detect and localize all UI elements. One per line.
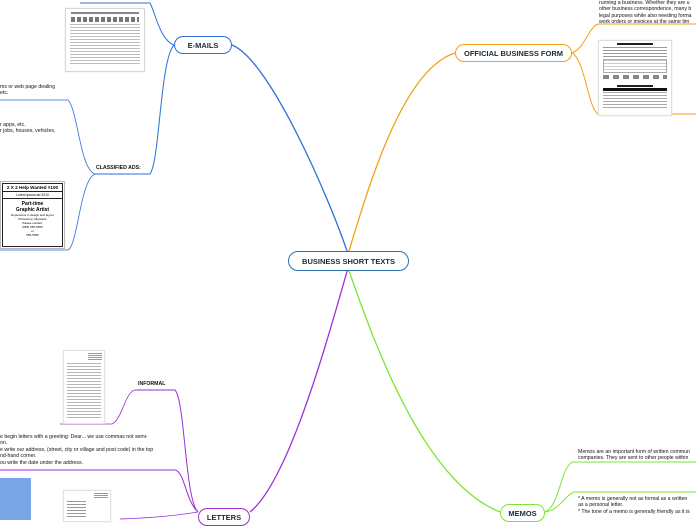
- official-text-line: other business correspondence, many b: [599, 6, 692, 12]
- classified-text-line: r jobs, houses, vehicles,: [0, 128, 55, 134]
- classified-text-line: etc.: [0, 90, 55, 96]
- connector-classified-text: [0, 100, 95, 174]
- topic-official-business-form[interactable]: OFFICIAL BUSINESS FORM: [455, 44, 572, 62]
- business-form-example-image: [598, 40, 672, 116]
- letters-description: e begin letters with a greeting: Dear...…: [0, 434, 153, 466]
- ad-card-line: 555-5555: [3, 233, 62, 237]
- ad-card-header: 2 X 2 Help Wanted #100: [3, 184, 62, 192]
- letters-text-line: e begin letters with a greeting: Dear...…: [0, 434, 153, 440]
- memos-description: Memos are an important form of written c…: [578, 449, 690, 462]
- connector-central-letters: [250, 268, 348, 512]
- informal-letter-example-image: [63, 350, 105, 424]
- topic-official-label: OFFICIAL BUSINESS FORM: [464, 49, 563, 58]
- topic-memos-label: MEMOS: [508, 509, 536, 518]
- memos-characteristics: * A memo is generally not as formal as a…: [578, 496, 690, 515]
- formal-letter-example-image: [63, 490, 111, 522]
- classified-ads-description: ms or web page dealing etc.: [0, 84, 55, 97]
- topic-letters-label: LETTERS: [207, 513, 241, 522]
- letters-text-line: ou write the date under the address.: [0, 460, 153, 466]
- subtopic-classified-ads[interactable]: CLASSIFIED ADS:: [96, 165, 141, 171]
- topic-emails[interactable]: E-MAILS: [174, 36, 232, 54]
- connector-central-emails: [232, 45, 348, 254]
- classified-ads-label: CLASSIFIED ADS:: [96, 165, 141, 171]
- connector-central-official: [348, 53, 455, 254]
- ad-card-subheader: Lorem ipsum ad 2010: [3, 192, 62, 199]
- subtopic-informal[interactable]: INFORMAL: [138, 381, 165, 387]
- informal-label: INFORMAL: [138, 381, 165, 387]
- central-topic-label: BUSINESS SHORT TEXTS: [302, 257, 395, 266]
- email-example-image: [65, 8, 145, 72]
- letter-blue-image: [0, 478, 31, 520]
- connector-central-memos: [348, 268, 500, 512]
- memos-text-line: * The tone of a memo is generally friend…: [578, 509, 690, 515]
- topic-emails-label: E-MAILS: [188, 41, 219, 50]
- official-text-line: work orders or invoices at the same tim: [599, 19, 692, 25]
- classified-ads-description-2: r apps, etc. r jobs, houses, vehicles,: [0, 122, 55, 135]
- connector-letters-thumbnail2: [120, 512, 198, 519]
- classified-ad-example-image: 2 X 2 Help Wanted #100 Lorem ipsum ad 20…: [0, 181, 65, 249]
- topic-letters[interactable]: LETTERS: [198, 508, 250, 526]
- official-form-description: running a business. Whether they are u o…: [599, 0, 692, 26]
- memos-text-line: companies. They are sent to other people…: [578, 455, 690, 461]
- central-topic[interactable]: BUSINESS SHORT TEXTS: [288, 251, 409, 271]
- topic-memos[interactable]: MEMOS: [500, 504, 545, 522]
